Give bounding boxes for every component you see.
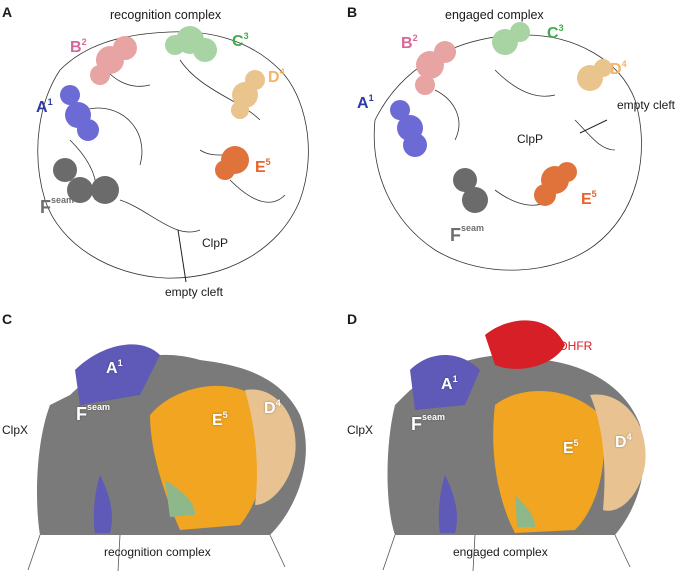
subunit-b-blob	[415, 41, 456, 95]
subunit-f-blob	[53, 158, 119, 204]
empty-cleft-label: empty cleft	[165, 285, 224, 299]
subunit-label-e: E5	[212, 410, 228, 429]
clpx-label: ClpX	[2, 423, 29, 437]
empty-cleft-label: empty cleft	[617, 98, 676, 112]
panel-c: C ClpX A1 Fseam E5 D4 recognition comple…	[0, 305, 340, 571]
subunit-label-d: D4	[615, 432, 632, 451]
subunit-label-a: A1	[357, 93, 374, 112]
subunit-e-blob	[215, 146, 249, 180]
panel-a: A recognition complex B2 C3 D4 A1 E5 Fse…	[0, 0, 340, 300]
clpx-surface	[27, 344, 306, 571]
subunit-c-blob	[492, 22, 530, 55]
subunit-label-f: Fseam	[450, 223, 485, 245]
subunit-e-blob	[534, 162, 577, 206]
subunit-a-blob	[390, 100, 427, 157]
panel-label: D	[347, 311, 358, 327]
subunit-label-b: B2	[70, 37, 87, 56]
subunit-label-a: A1	[36, 97, 53, 116]
panel-caption: recognition complex	[104, 545, 211, 559]
subunit-label-f: Fseam	[411, 412, 446, 434]
subunit-label-d: D4	[268, 67, 285, 86]
subunit-label-d: D4	[610, 59, 627, 78]
subunit-label-a: A1	[441, 374, 458, 393]
subunit-label-c: C3	[232, 31, 249, 50]
panel-title: engaged complex	[445, 8, 544, 22]
subunit-label-e: E5	[563, 438, 579, 457]
subunit-d-blob	[577, 59, 612, 91]
subunit-label-a: A1	[106, 358, 123, 377]
subunit-label-e: E5	[581, 189, 597, 208]
panel-label: B	[347, 4, 358, 20]
clpp-outline	[37, 26, 309, 283]
subunit-b-blob	[90, 36, 137, 85]
subunit-d-blob	[231, 70, 265, 119]
subunit-c-blob	[165, 26, 217, 62]
clpp-outline	[373, 22, 642, 271]
subunit-f-blob	[453, 168, 488, 213]
panel-caption: engaged complex	[453, 545, 548, 559]
panel-b: B engaged complex B2 C3 D4 A1 E5 Fseam C…	[345, 0, 685, 300]
clpp-label: ClpP	[517, 132, 544, 146]
dhfr-label: DHFR	[559, 339, 593, 353]
subunit-label-e: E5	[255, 157, 271, 176]
subunit-label-b: B2	[401, 33, 418, 52]
panel-label: A	[2, 4, 13, 20]
subunit-label-f: Fseam	[40, 195, 75, 217]
panel-d: D DHFR ClpX A1 Fseam E5 D4 engaged compl…	[345, 305, 685, 571]
subunit-label-f: Fseam	[76, 402, 111, 424]
panel-label: C	[2, 311, 13, 327]
panel-title: recognition complex	[110, 8, 222, 22]
subunit-label-c: C3	[547, 23, 564, 42]
clpx-label: ClpX	[347, 423, 374, 437]
subunit-label-d: D4	[264, 398, 281, 417]
clpp-label: ClpP	[202, 236, 229, 250]
clpx-surface	[382, 320, 646, 571]
subunit-a-blob	[60, 85, 99, 141]
